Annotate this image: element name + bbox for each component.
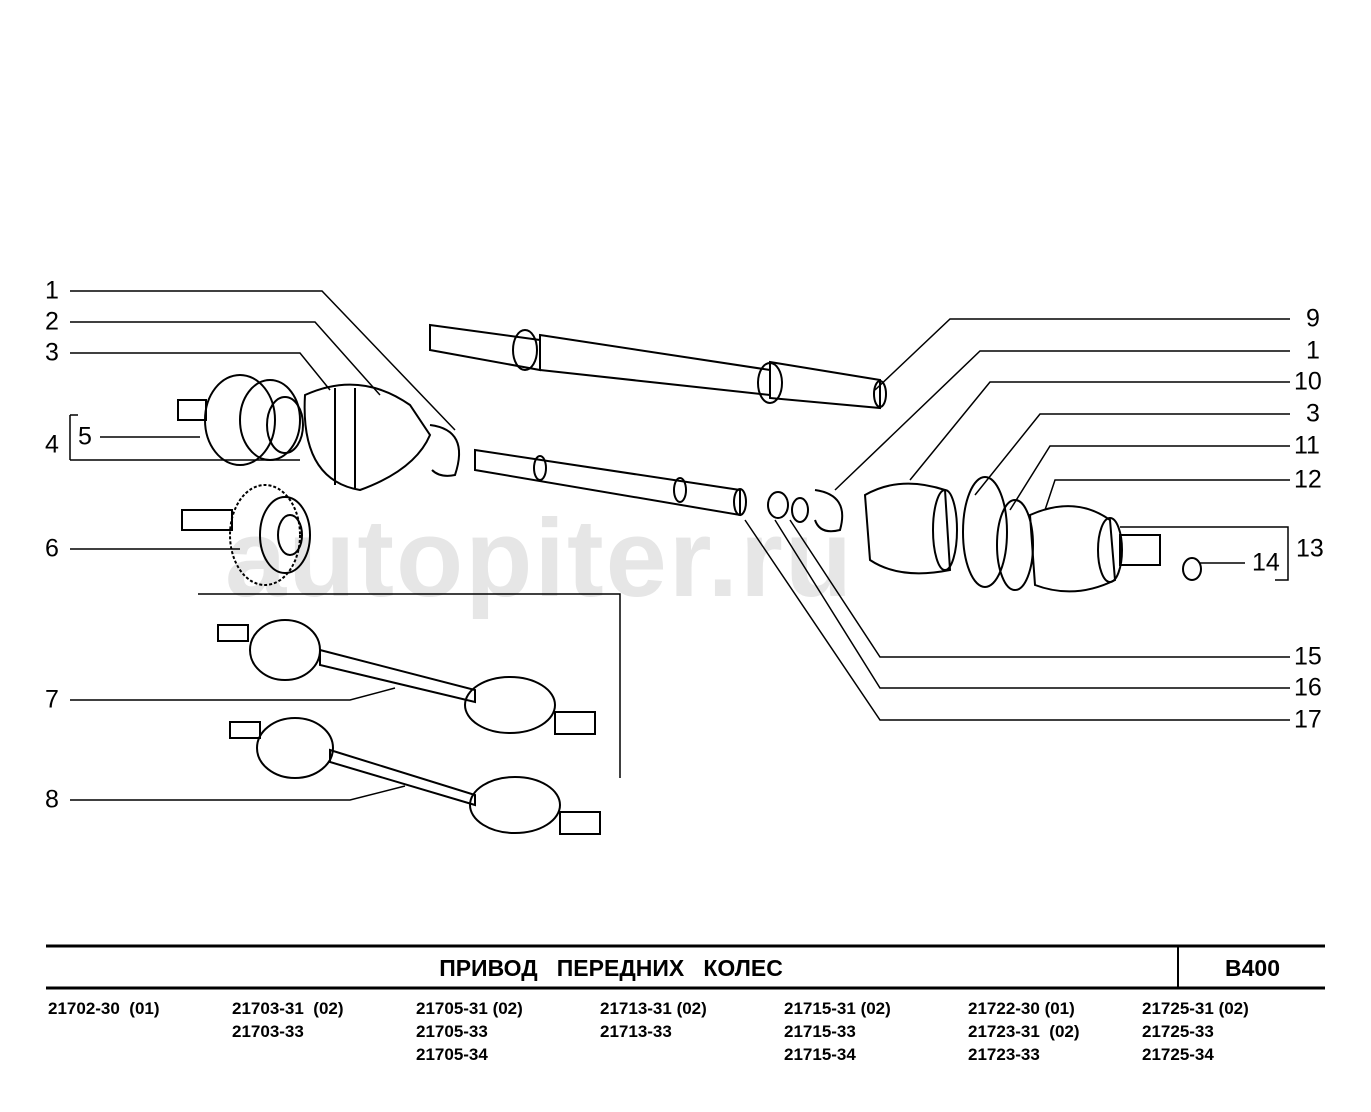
model-column-5: 21715-31 (02) 21715-33 21715-34 (784, 997, 891, 1066)
model-column-1: 21702-30 (01) (48, 997, 160, 1020)
model-code: 21713-33 (600, 1022, 672, 1041)
model-code: 21705-31 (02) (416, 999, 523, 1018)
model-code: 21703-33 (232, 1022, 304, 1041)
footer-frame (46, 944, 1325, 990)
outer-cv-joint-right (1028, 505, 1161, 593)
model-column-6: 21722-30 (01) 21723-31 (02) 21723-33 (968, 997, 1080, 1066)
callout-3-right: 3 (1306, 399, 1320, 428)
model-code: 21705-34 (416, 1045, 488, 1064)
boot-inner (303, 383, 460, 492)
model-code: 21703-31 (02) (232, 999, 344, 1018)
callout-2: 2 (45, 307, 59, 336)
callout-15: 15 (1294, 642, 1322, 671)
drive-shaft-lower (474, 448, 747, 517)
callout-1-right: 1 (1306, 336, 1320, 365)
model-column-4: 21713-31 (02) 21713-33 (600, 997, 707, 1043)
callout-11: 11 (1294, 431, 1320, 460)
diagram-title: ПРИВОД ПЕРЕДНИХ КОЛЕС (439, 955, 783, 981)
model-code: 21713-31 (02) (600, 999, 707, 1018)
callout-8: 8 (45, 785, 59, 814)
model-code: 21702-30 (01) (48, 999, 160, 1018)
model-code: 21722-30 (01) (968, 999, 1075, 1018)
callout-7: 7 (45, 685, 59, 714)
model-code: 21725-34 (1142, 1045, 1214, 1064)
model-column-2: 21703-31 (02) 21703-33 (232, 997, 344, 1043)
clamps-right (962, 476, 1034, 591)
callout-3-left: 3 (45, 338, 59, 367)
callout-1-left: 1 (45, 276, 59, 305)
callout-14: 14 (1252, 548, 1280, 577)
leader-lines-left (69, 290, 621, 801)
callout-4: 4 (45, 430, 59, 459)
callout-13: 13 (1296, 534, 1324, 563)
model-code: 21715-31 (02) (784, 999, 891, 1018)
callout-17: 17 (1294, 705, 1322, 734)
model-code: 21725-33 (1142, 1022, 1214, 1041)
model-code: 21725-31 (02) (1142, 999, 1249, 1018)
callout-10: 10 (1294, 367, 1322, 396)
callout-16: 16 (1294, 673, 1322, 702)
inner-cv-joint (177, 374, 304, 466)
model-column-3: 21705-31 (02) 21705-33 21705-34 (416, 997, 523, 1066)
drive-shaft-upper (429, 323, 887, 410)
callout-6: 6 (45, 534, 59, 563)
model-column-7: 21725-31 (02) 21725-33 21725-34 (1142, 997, 1249, 1066)
model-code: 21715-34 (784, 1045, 856, 1064)
model-code: 21715-33 (784, 1022, 856, 1041)
model-code: 21723-31 (02) (968, 1022, 1080, 1041)
callout-12: 12 (1294, 465, 1322, 494)
drive-shaft-assembly-8 (229, 717, 601, 835)
rings (767, 489, 1202, 581)
model-code: 21705-33 (416, 1022, 488, 1041)
model-code: 21723-33 (968, 1045, 1040, 1064)
watermark: autopiter.ru (225, 497, 855, 620)
diagram-code: В400 (1225, 955, 1280, 981)
drive-shaft-assembly-7 (217, 619, 596, 735)
boot-outer (863, 482, 958, 575)
leader-lines-right (744, 318, 1290, 721)
callout-9: 9 (1306, 304, 1320, 333)
callout-5: 5 (78, 422, 92, 451)
outer-cv-joint-abs (181, 484, 311, 586)
